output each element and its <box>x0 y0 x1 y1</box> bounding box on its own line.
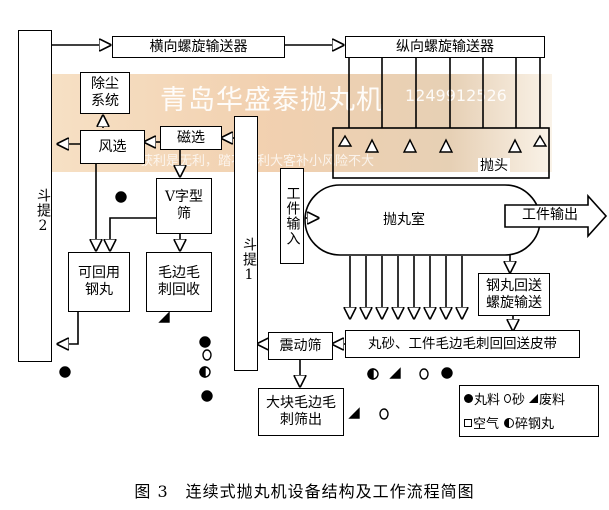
shot-legend-icon <box>464 394 473 403</box>
return-conveyor-belt: 丸砂、工件毛边毛刺回回送皮带 <box>345 330 580 358</box>
waste-legend-icon <box>529 394 539 403</box>
shot-return-screw-conveyor: 钢丸回送螺旋输送 <box>478 273 550 316</box>
legend-waste-label: 废料 <box>539 393 566 408</box>
legend-air-label: 空气 <box>473 417 500 432</box>
workpiece-output: 工件输出 <box>522 207 578 223</box>
shot-blasting-chamber: 抛丸室 <box>383 212 425 228</box>
burr-recovery: 毛边毛刺回收 <box>146 252 212 312</box>
legend-broken-shot-label: 碎钢丸 <box>515 417 555 432</box>
air-legend-icon <box>464 418 472 427</box>
v-shaped-screen: V字型筛 <box>156 178 212 234</box>
horizontal-screw-conveyor: 横向螺旋输送器 <box>112 36 285 58</box>
vertical-screw-conveyor: 纵向螺旋输送器 <box>345 36 545 58</box>
air-separation: 风选 <box>80 130 145 164</box>
legend-shot-label: 丸料 <box>474 393 501 408</box>
dust-removal-system: 除尘系统 <box>80 72 130 114</box>
broken-shot-legend-icon <box>504 417 515 428</box>
bucket-lift-1: 斗提1 <box>234 116 258 371</box>
bucket-lift-2: 斗提2 <box>18 30 52 362</box>
workpiece-input: 工件输入 <box>280 168 304 264</box>
large-burr-screening: 大块毛边毛刺筛出 <box>258 388 344 436</box>
vibrating-screen: 震动筛 <box>268 332 333 360</box>
figure-caption: 图 3 连续式抛丸机设备结构及工作流程简图 <box>134 482 475 501</box>
legend: 丸料 砂 废料 空气 碎钢丸 <box>459 385 599 437</box>
blast-head: 抛头 <box>478 158 510 175</box>
legend-sand-label: 砂 <box>512 393 526 408</box>
magnetic-separation: 磁选 <box>160 126 222 150</box>
sand-legend-icon <box>504 394 512 403</box>
watermark-phone: 1249912526 <box>405 86 507 105</box>
reusable-steel-shot: 可回用钢丸 <box>68 252 130 312</box>
watermark-company: 青岛华盛泰抛丸机 <box>160 85 384 116</box>
